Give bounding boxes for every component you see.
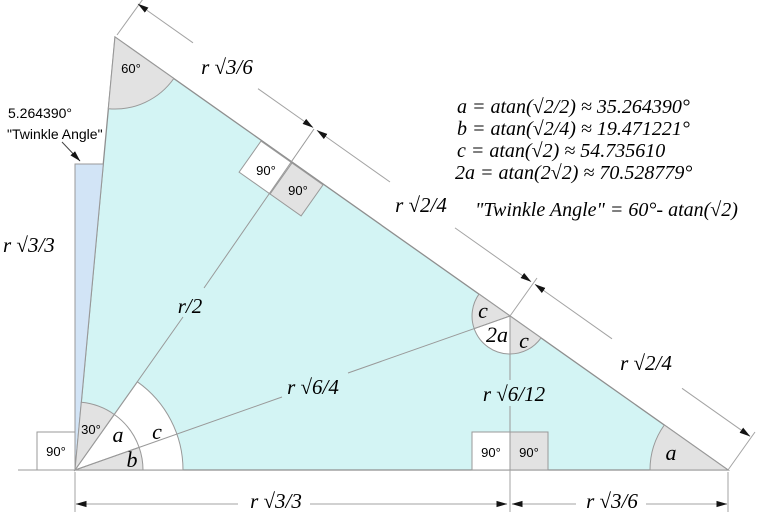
twinkle-angle-value: 5.264390°	[8, 105, 72, 121]
length-label-hyp-top: r √3/6	[201, 55, 253, 79]
equation-c: c = atan(√2) ≈ 54.735610	[457, 140, 665, 162]
angle-label-30: 30°	[81, 422, 101, 437]
length-label-median: r/2	[178, 294, 203, 318]
length-label-hyp-mid: r √2/4	[395, 193, 447, 217]
length-label-hyp-bottom: r √2/4	[620, 351, 672, 375]
angle-label-b-left: b	[127, 447, 138, 472]
length-label-base-right: r √3/6	[586, 489, 638, 513]
angle-sector-a-right	[649, 424, 730, 471]
equation-twinkle: "Twinkle Angle" = 60°- atan(√2)	[475, 199, 738, 221]
angle-label-c-left: c	[152, 419, 162, 444]
length-label-base-left: r √3/3	[250, 489, 302, 513]
angle-label-c-p2-lower: c	[519, 328, 529, 353]
right-angle-square-base-right	[509, 431, 549, 471]
angle-label-2a-p2: 2a	[486, 322, 508, 347]
right-angle-square-base-left	[471, 431, 511, 471]
angle-label-a-left: a	[113, 422, 124, 447]
equation-2a: 2a = atan(2√2) ≈ 70.528779°	[455, 162, 692, 184]
equation-a: a = atan(√2/2) ≈ 35.264390°	[457, 96, 690, 118]
twinkle-callout-arrow	[61, 141, 81, 162]
length-label-left-height: r √3/3	[3, 233, 55, 257]
length-label-cevian: r √6/4	[287, 375, 339, 399]
twinkle-angle-name: "Twinkle Angle"	[7, 126, 103, 142]
angle-label-a-right: a	[666, 440, 677, 465]
angle-sectors-p2	[471, 293, 542, 355]
length-label-altitude: r √6/12	[483, 382, 546, 406]
angle-sector-60-apex	[107, 36, 175, 110]
angle-sector-2a	[473, 315, 511, 355]
angle-label-90-base-left: 90°	[481, 445, 501, 460]
right-angle-square-p1-lower	[269, 162, 324, 217]
construction-lines	[74, 128, 511, 471]
angle-label-90-p1-upper: 90°	[256, 163, 276, 178]
hypotenuse-dimension-line	[137, 3, 751, 437]
angle-label-90-p1-lower: 90°	[288, 183, 308, 198]
angle-label-90-base-right: 90°	[519, 445, 539, 460]
right-angle-box-left-vertex	[36, 431, 76, 471]
angle-label-90-left-box: 90°	[46, 444, 66, 459]
equation-b: b = atan(√2/4) ≈ 19.471221°	[457, 118, 690, 140]
angle-label-60: 60°	[121, 61, 141, 76]
angle-label-c-p2-upper: c	[478, 298, 488, 323]
